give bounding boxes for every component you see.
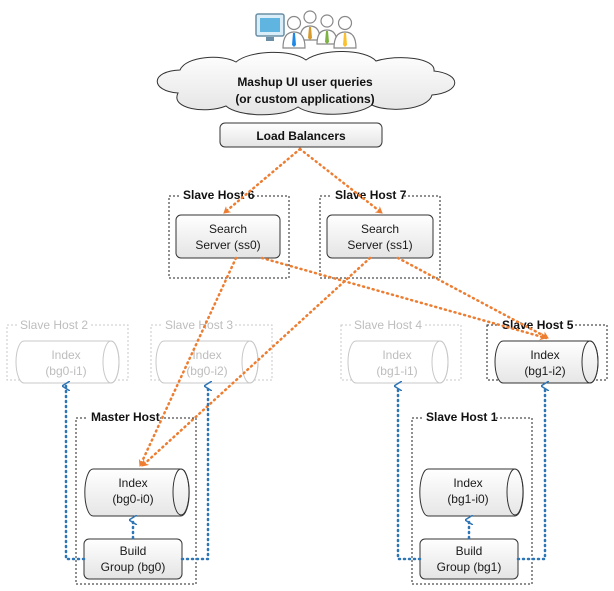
replica-host-2: Slave Host 2 Index (bg0-i1) bbox=[6, 318, 129, 384]
query-arrow-ss0-to-bg0-i0 bbox=[138, 256, 238, 468]
replica-host-3-title: Slave Host 3 bbox=[165, 318, 233, 332]
index-bg1-i1-line-1: Index bbox=[382, 348, 411, 362]
index-bg1-i0-line-2: (bg1-i0) bbox=[447, 492, 488, 506]
search-server-ss1-line-1: Search bbox=[361, 222, 399, 236]
load-balancer-node: Load Balancers bbox=[219, 122, 383, 148]
index-bg0-i0-line-2: (bg0-i0) bbox=[112, 492, 153, 506]
replica-host-5: Slave Host 5 Index (bg1-i2) bbox=[486, 318, 608, 384]
build-group-bg1-line-1: Build bbox=[456, 544, 483, 558]
load-balancer-label: Load Balancers bbox=[256, 129, 346, 143]
index-bg0-i2-cylinder bbox=[155, 340, 259, 384]
master-host-title: Master Host bbox=[91, 410, 160, 424]
search-server-ss1 bbox=[326, 214, 434, 259]
cloud-line-2: (or custom applications) bbox=[235, 92, 374, 106]
replica-host-3: Slave Host 3 Index (bg0-i2) bbox=[150, 318, 273, 384]
slave-host-1: Slave Host 1 Index (bg1-i0) Build Group … bbox=[411, 410, 533, 585]
search-host-7-title: Slave Host 7 bbox=[335, 188, 407, 202]
build-group-bg0-line-1: Build bbox=[120, 544, 147, 558]
search-host-6-title: Slave Host 6 bbox=[183, 188, 255, 202]
replication-arrow-bg1-i2 bbox=[516, 386, 545, 561]
replication-arrow-bg0-i1 bbox=[66, 386, 86, 561]
index-bg1-i2-line-1: Index bbox=[530, 348, 559, 362]
search-server-ss1-line-2: Server (ss1) bbox=[347, 238, 412, 252]
query-arrow-ss1-to-bg1-i2 bbox=[396, 256, 550, 340]
replica-host-5-title: Slave Host 5 bbox=[502, 318, 574, 332]
replica-host-2-title: Slave Host 2 bbox=[20, 318, 88, 332]
index-bg1-i2-line-2: (bg1-i2) bbox=[524, 364, 565, 378]
index-bg1-i1-cylinder bbox=[347, 340, 449, 384]
master-host: Master Host Index (bg0-i0) Build Group (… bbox=[75, 410, 197, 585]
index-bg1-i1-line-2: (bg1-i1) bbox=[376, 364, 417, 378]
build-group-bg1-line-2: Group (bg1) bbox=[437, 560, 502, 574]
index-bg0-i0-cylinder bbox=[84, 468, 190, 517]
build-group-bg0-line-2: Group (bg0) bbox=[101, 560, 166, 574]
query-arrow-lb-to-ss1 bbox=[298, 147, 384, 215]
replica-host-4: Slave Host 4 Index (bg1-i1) bbox=[340, 318, 462, 384]
index-bg0-i2-line-1: Index bbox=[192, 348, 221, 362]
query-arrow-lb-to-ss0 bbox=[222, 147, 302, 215]
index-bg0-i1-cylinder bbox=[15, 340, 120, 384]
index-bg0-i0-line-1: Index bbox=[118, 476, 147, 490]
users-with-monitor-icon bbox=[255, 10, 357, 49]
cloud-line-1: Mashup UI user queries bbox=[237, 75, 373, 89]
index-bg0-i1-line-2: (bg0-i1) bbox=[45, 364, 86, 378]
query-arrow-ss0-to-bg1-i2 bbox=[260, 256, 548, 341]
search-server-ss0-line-1: Search bbox=[209, 222, 247, 236]
replication-arrow-bg0-i2 bbox=[180, 386, 208, 561]
search-host-7: Slave Host 7 Search Server (ss1) bbox=[319, 188, 441, 279]
replica-host-4-title: Slave Host 4 bbox=[354, 318, 422, 332]
user-queries-cloud: Mashup UI user queries (or custom applic… bbox=[156, 51, 456, 116]
search-server-ss0-line-2: Server (ss0) bbox=[195, 238, 260, 252]
index-bg1-i0-line-1: Index bbox=[453, 476, 482, 490]
index-bg1-i0-cylinder bbox=[419, 468, 524, 517]
index-bg0-i2-line-2: (bg0-i2) bbox=[186, 364, 227, 378]
index-bg1-i2-cylinder bbox=[494, 340, 599, 384]
search-host-6: Slave Host 6 Search Server (ss0) bbox=[168, 188, 290, 279]
index-bg0-i1-line-1: Index bbox=[51, 348, 80, 362]
replication-arrow-bg1-i1 bbox=[398, 386, 422, 561]
slave-host-1-title: Slave Host 1 bbox=[426, 410, 498, 424]
search-server-ss0 bbox=[175, 214, 281, 259]
query-arrow-ss1-to-bg0-i0 bbox=[140, 256, 372, 468]
